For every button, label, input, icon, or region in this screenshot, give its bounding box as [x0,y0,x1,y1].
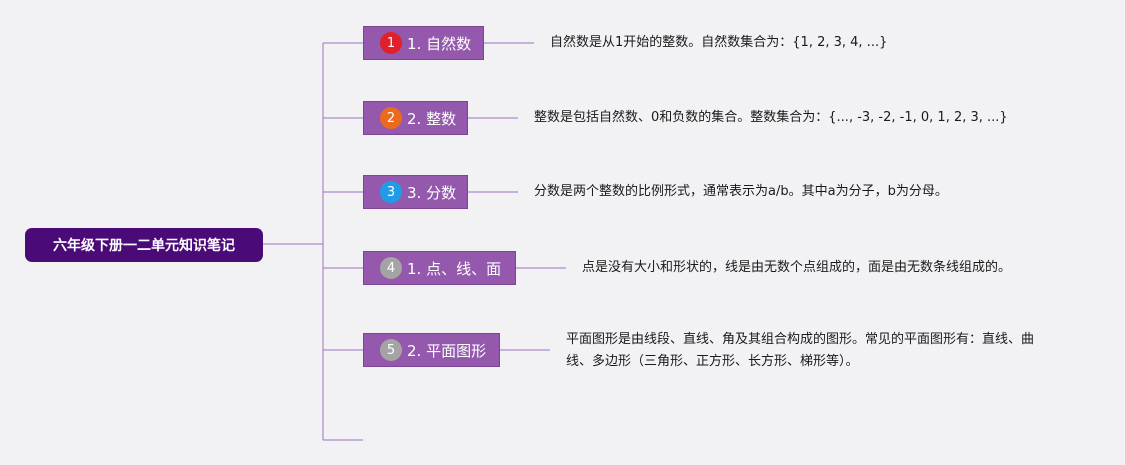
priority-badge-1: 1 [380,32,402,54]
priority-badge-2: 2 [380,107,402,129]
branch-node-5[interactable]: 5 2. 平面图形 [363,333,500,367]
branch-node-3[interactable]: 3 3. 分数 [363,175,468,209]
priority-badge-5: 5 [380,339,402,361]
branch-label-5: 2. 平面图形 [407,341,487,360]
branch-note-3: 分数是两个整数的比例形式，通常表示为a/b。其中a为分子，b为分母。 [534,184,948,199]
branch-label-4: 1. 点、线、面 [407,259,502,278]
priority-badge-3: 3 [380,181,402,203]
branch-note-4: 点是没有大小和形状的，线是由无数个点组成的，面是由无数条线组成的。 [582,260,1012,275]
branch-node-1[interactable]: 1 1. 自然数 [363,26,484,60]
branch-label-3: 3. 分数 [407,183,457,202]
root-node[interactable]: 六年级下册一二单元知识笔记 [25,228,263,262]
root-label: 六年级下册一二单元知识笔记 [53,238,235,254]
branch-note-5: 平面图形是由线段、直线、角及其组合构成的图形。常见的平面图形有：直线、曲线、多边… [566,332,1035,369]
branch-label-2: 2. 整数 [407,109,457,128]
branch-node-4[interactable]: 4 1. 点、线、面 [363,251,516,285]
branch-note-2: 整数是包括自然数、0和负数的集合。整数集合为：{..., -3, -2, -1,… [534,110,1008,125]
branch-node-2[interactable]: 2 2. 整数 [363,101,468,135]
branch-note-1: 自然数是从1开始的整数。自然数集合为：{1, 2, 3, 4, ...} [550,35,888,50]
branch-label-1: 1. 自然数 [407,34,472,53]
priority-badge-4: 4 [380,257,402,279]
